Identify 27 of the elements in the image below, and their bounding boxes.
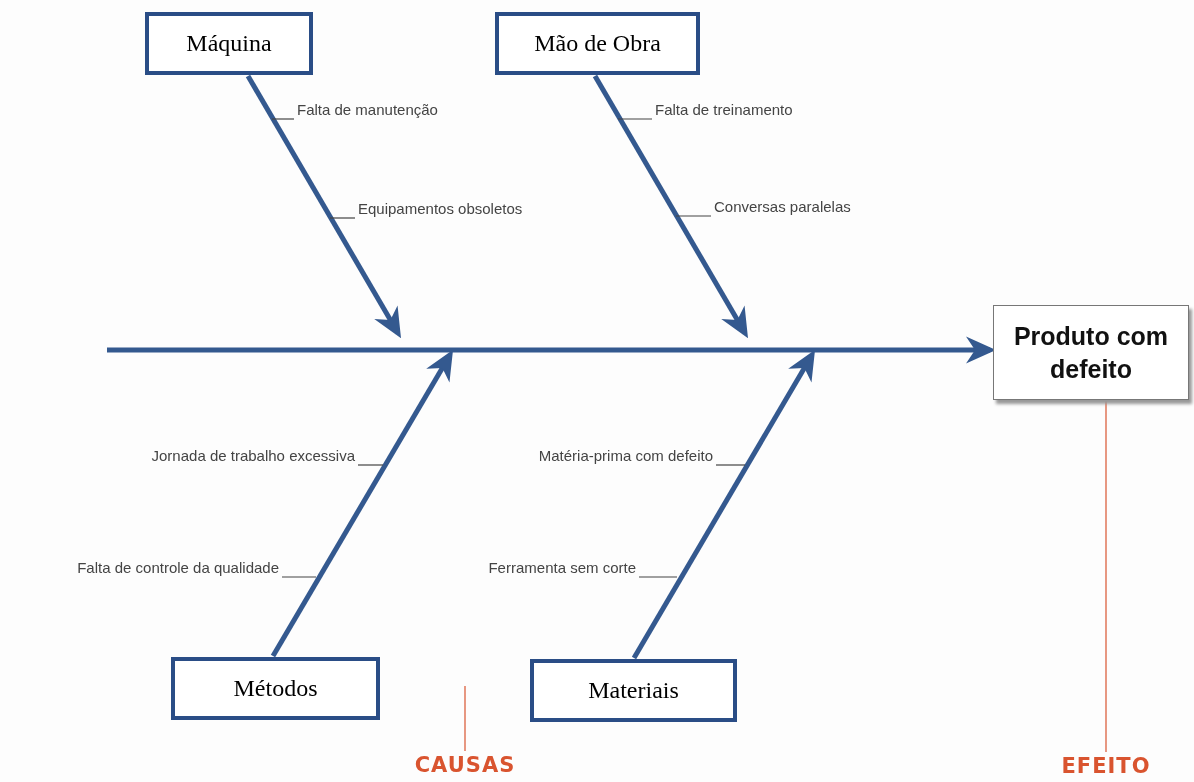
category-box: Mão de Obra (495, 12, 700, 75)
cause-label: Matéria-prima com defeito (538, 447, 713, 465)
cause-label: Falta de treinamento (655, 101, 793, 119)
leader-line (464, 685, 466, 752)
arrow (245, 74, 401, 339)
tick-line (715, 464, 746, 466)
tick-line (617, 118, 653, 120)
category-box: Máquina (145, 12, 313, 75)
section-label: CAUSAS (414, 752, 516, 778)
leader-line (1105, 400, 1107, 753)
tick-line (271, 118, 295, 120)
section-label: EFEITO (1061, 753, 1151, 779)
cause-label: Conversas paralelas (714, 198, 851, 216)
tick-line (329, 217, 356, 219)
arrow (592, 74, 748, 339)
effect-box: Produto com defeito (993, 305, 1189, 400)
tick-line (357, 464, 384, 466)
tick-line (638, 576, 678, 578)
cause-label: Ferramenta sem corte (488, 559, 636, 577)
cause-label: Jornada de trabalho excessiva (151, 447, 355, 465)
tick-line (281, 576, 317, 578)
cause-label: Falta de manutenção (297, 101, 438, 119)
tick-line (675, 215, 712, 217)
cause-label: Falta de controle da qualidade (77, 559, 279, 577)
category-box: Métodos (171, 657, 380, 720)
category-box: Materiais (530, 659, 737, 722)
cause-label: Equipamentos obsoletos (358, 200, 523, 218)
